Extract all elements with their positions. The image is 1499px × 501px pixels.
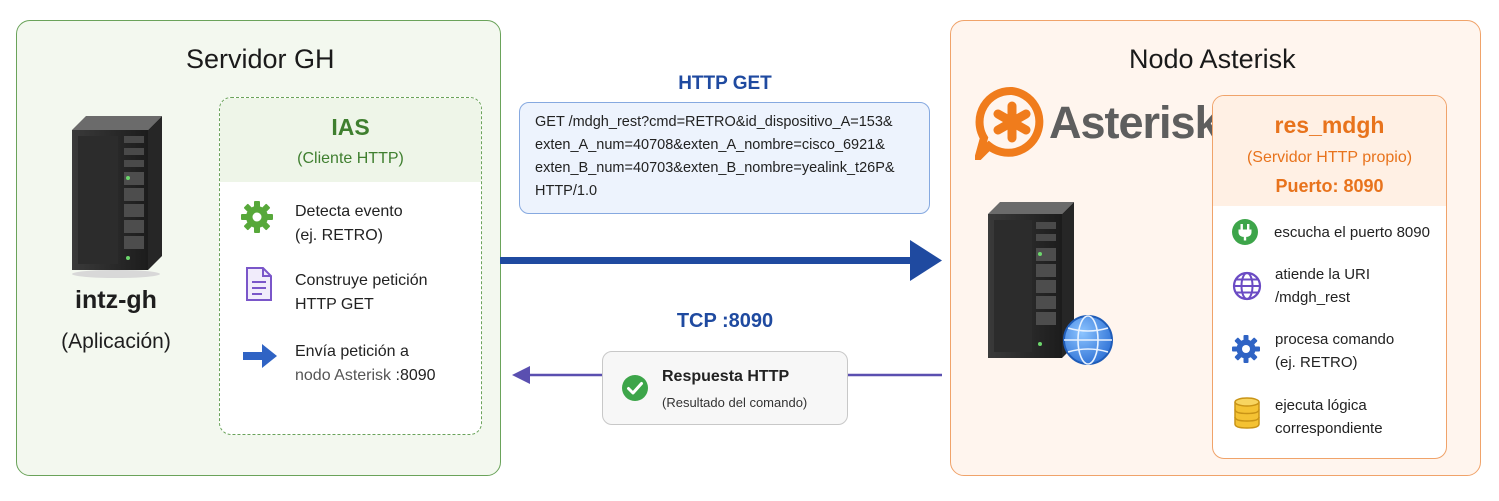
ias-box: IAS (Cliente HTTP) (219, 97, 482, 435)
target-node-text: nodo Asterisk (295, 367, 392, 384)
server-tower-icon (72, 116, 162, 278)
res-item-listen: escucha el puerto 8090 (1274, 224, 1430, 241)
target-port-text: :8090 (391, 367, 436, 384)
ias-title: IAS (331, 114, 370, 140)
request-text: GET /mdgh_rest?cmd=RETRO&id_dispositivo_… (535, 114, 895, 199)
check-circle-icon (622, 375, 648, 401)
asterisk-server-icon (988, 202, 1113, 365)
database-icon (1234, 397, 1260, 429)
app-subtitle: (Aplicación) (61, 330, 171, 353)
app-name: intz-gh (75, 286, 157, 314)
gear-icon (241, 201, 273, 233)
arrow-right-icon (243, 344, 277, 368)
step-detect: Detecta evento (ej. RETRO) (295, 203, 403, 244)
res-item-process: procesa comando (ej. RETRO) (1275, 331, 1395, 371)
res-mdgh-title: res_mdgh (1274, 112, 1385, 138)
res-item-logic: ejecuta lógica correspondiente (1275, 397, 1383, 437)
gear-icon (1232, 335, 1260, 363)
globe-icon (1063, 315, 1113, 365)
document-icon (246, 267, 272, 301)
tcp-port-label: TCP :8090 (676, 310, 774, 332)
asterisk-logo-icon (975, 86, 1044, 160)
http-get-label: HTTP GET (678, 73, 772, 94)
response-title: Respuesta HTTP (662, 368, 790, 385)
plug-icon (1232, 219, 1258, 245)
response-subtitle: (Resultado del comando) (662, 395, 808, 410)
step-send: Envía petición a nodo Asterisk :8090 (295, 343, 436, 384)
ias-header (220, 98, 481, 182)
res-mdgh-header (1213, 96, 1446, 206)
res-mdgh-port: Puerto: 8090 (1275, 176, 1384, 196)
response-box: Respuesta HTTP (Resultado del comando) (602, 351, 848, 425)
ias-subtitle: (Cliente HTTP) (297, 150, 404, 167)
servidor-gh-title: Servidor GH (186, 44, 335, 74)
asterisk-logo-text: Asterisk (1049, 97, 1220, 148)
res-mdgh-subtitle: (Servidor HTTP propio) (1246, 149, 1413, 166)
request-box: GET /mdgh_rest?cmd=RETRO&id_dispositivo_… (519, 102, 930, 214)
globe-icon (1232, 271, 1262, 301)
request-arrow (500, 240, 942, 281)
nodo-asterisk-title: Nodo Asterisk (1129, 44, 1296, 74)
step-build: Construye petición HTTP GET (295, 272, 428, 313)
res-item-uri: atiende la URI /mdgh_rest (1275, 266, 1371, 306)
